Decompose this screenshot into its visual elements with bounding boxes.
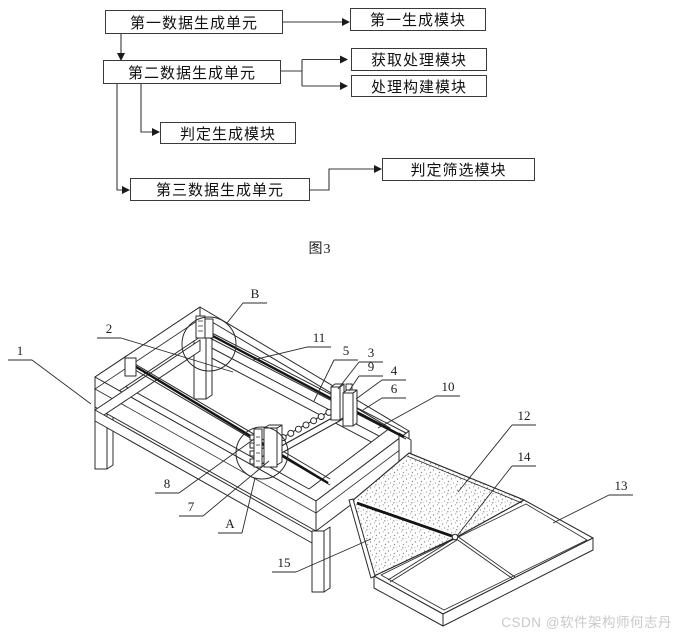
part-label-13: 13 [614, 478, 628, 493]
part-label-7: 7 [187, 499, 195, 514]
part-label-A: A [225, 516, 235, 531]
table-back-stretcher [205, 344, 401, 458]
table-apron-edge-lines [94, 318, 410, 514]
flowchart-box-module-4: 判定生成模块 [160, 122, 296, 144]
flowchart-box-unit-3: 第三数据生成单元 [130, 178, 310, 201]
flowchart-box-module-2: 获取处理模块 [351, 48, 487, 71]
figure-caption: 图3 [308, 242, 332, 257]
part-label-2: 2 [105, 321, 113, 336]
flowchart-box-unit-1: 第一数据生成单元 [105, 10, 283, 34]
part-label-8: 8 [163, 476, 171, 491]
detail-circle-A [235, 426, 289, 480]
flowchart-box-module-1: 第一生成模块 [350, 8, 486, 31]
detail-circle-B [181, 316, 237, 372]
table-stretchers [94, 339, 313, 544]
part-label-10: 10 [441, 379, 455, 394]
part-label-4: 4 [390, 363, 398, 378]
chute [348, 452, 525, 579]
front-guide-rail [124, 357, 331, 486]
part-label-B: B [250, 286, 260, 301]
part-label-1: 1 [16, 343, 24, 358]
part-label-9: 9 [367, 359, 375, 374]
post-knob [345, 383, 353, 391]
flowchart-box-module-5: 判定筛选模块 [382, 158, 535, 181]
part-label-5: 5 [342, 343, 350, 358]
flowchart-box-module-3: 处理构建模块 [351, 75, 487, 97]
table-aprons [94, 306, 410, 532]
tray-dividers [387, 535, 516, 583]
part-label-11: 11 [312, 330, 326, 345]
chute-divider-bar [356, 501, 453, 538]
flowchart-box-unit-2: 第二数据生成单元 [103, 60, 281, 84]
divider-junction-point [451, 533, 459, 541]
part-label-15: 15 [277, 555, 291, 570]
chute-side-wall [348, 498, 376, 579]
flowchart-arrowheads [117, 18, 382, 194]
part-label-6: 6 [390, 381, 398, 396]
back-guide-rail [195, 315, 407, 440]
leader-lines [8, 302, 633, 573]
part-label-3: 3 [367, 345, 375, 360]
beam-posts [330, 383, 358, 427]
flowchart-connectors [116, 21, 374, 191]
csdn-watermark: CSDN @软件架构师何志丹 [501, 615, 672, 630]
part-label-14: 14 [517, 449, 531, 464]
part-label-12: 12 [517, 408, 531, 423]
